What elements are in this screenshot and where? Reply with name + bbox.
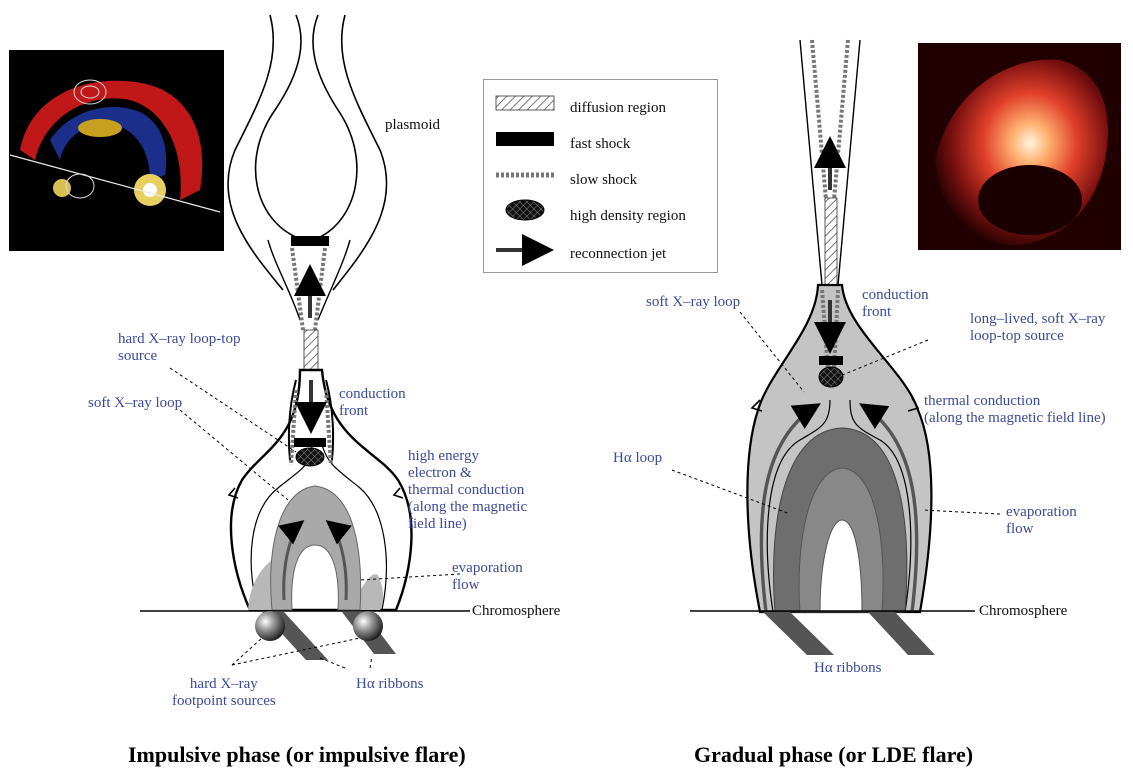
left-lower-fast-shock — [294, 438, 326, 447]
label-left-sxr-loop: soft X–ray loop — [88, 395, 182, 412]
right-high-density-region — [819, 367, 843, 387]
label-longlived: long–lived, soft X–ray loop-top source — [970, 311, 1105, 345]
right-fast-shock — [819, 356, 843, 365]
legend-label-fast-shock: fast shock — [570, 136, 630, 153]
label-right-conduction-front: conduction front — [862, 287, 929, 321]
label-right-sxr-loop: soft X–ray loop — [646, 294, 740, 311]
right-ribbon-2 — [868, 612, 935, 655]
label-right-chromosphere: Chromosphere — [979, 603, 1067, 620]
label-right-evaporation: evaporation flow — [1006, 504, 1077, 538]
label-left-chromosphere: Chromosphere — [472, 603, 560, 620]
legend-item-high-density: high density region — [484, 200, 717, 234]
label-thermal-conduction: thermal conduction (along the magnetic f… — [924, 393, 1106, 427]
legend-item-fast-shock: fast shock — [484, 128, 717, 162]
label-plasmoid: plasmoid — [385, 117, 440, 134]
label-left-evaporation: evaporation flow — [452, 560, 523, 594]
label-left-ha-ribbons: Hα ribbons — [356, 676, 423, 693]
left-upper-fast-shock — [291, 236, 329, 246]
left-inset-image — [9, 50, 224, 251]
left-high-density-region — [296, 448, 324, 466]
left-diffusion-region — [304, 330, 318, 374]
left-footpoint-source-1 — [255, 611, 285, 641]
legend-label-high-density: high density region — [570, 208, 686, 225]
legend-item-diffusion: diffusion region — [484, 92, 717, 126]
label-left-conduction-front: conduction front — [339, 386, 406, 420]
label-high-energy: high energy electron & thermal conductio… — [408, 448, 527, 533]
right-ribbon-1 — [763, 612, 834, 655]
caption-impulsive: Impulsive phase (or impulsive flare) — [128, 742, 466, 768]
legend-label-slow-shock: slow shock — [570, 172, 637, 189]
caption-gradual: Gradual phase (or LDE flare) — [694, 742, 973, 768]
legend: diffusion region fast shock slow shock h… — [483, 79, 718, 273]
right-inset-image — [918, 43, 1121, 250]
left-plasmoid — [228, 15, 387, 290]
label-right-ha-ribbons: Hα ribbons — [814, 660, 881, 677]
legend-item-reconnection-jet: reconnection jet — [484, 238, 717, 272]
legend-item-slow-shock: slow shock — [484, 164, 717, 198]
legend-label-reconnection-jet: reconnection jet — [570, 246, 666, 263]
legend-label-diffusion: diffusion region — [570, 100, 666, 117]
left-footpoint-source-2 — [353, 611, 383, 641]
label-hxr-looptop: hard X–ray loop-top source — [118, 331, 240, 365]
right-current-sheet — [800, 40, 860, 286]
label-ha-loop: Hα loop — [613, 450, 662, 467]
label-hxr-footpoint: hard X–ray footpoint sources — [172, 676, 276, 710]
